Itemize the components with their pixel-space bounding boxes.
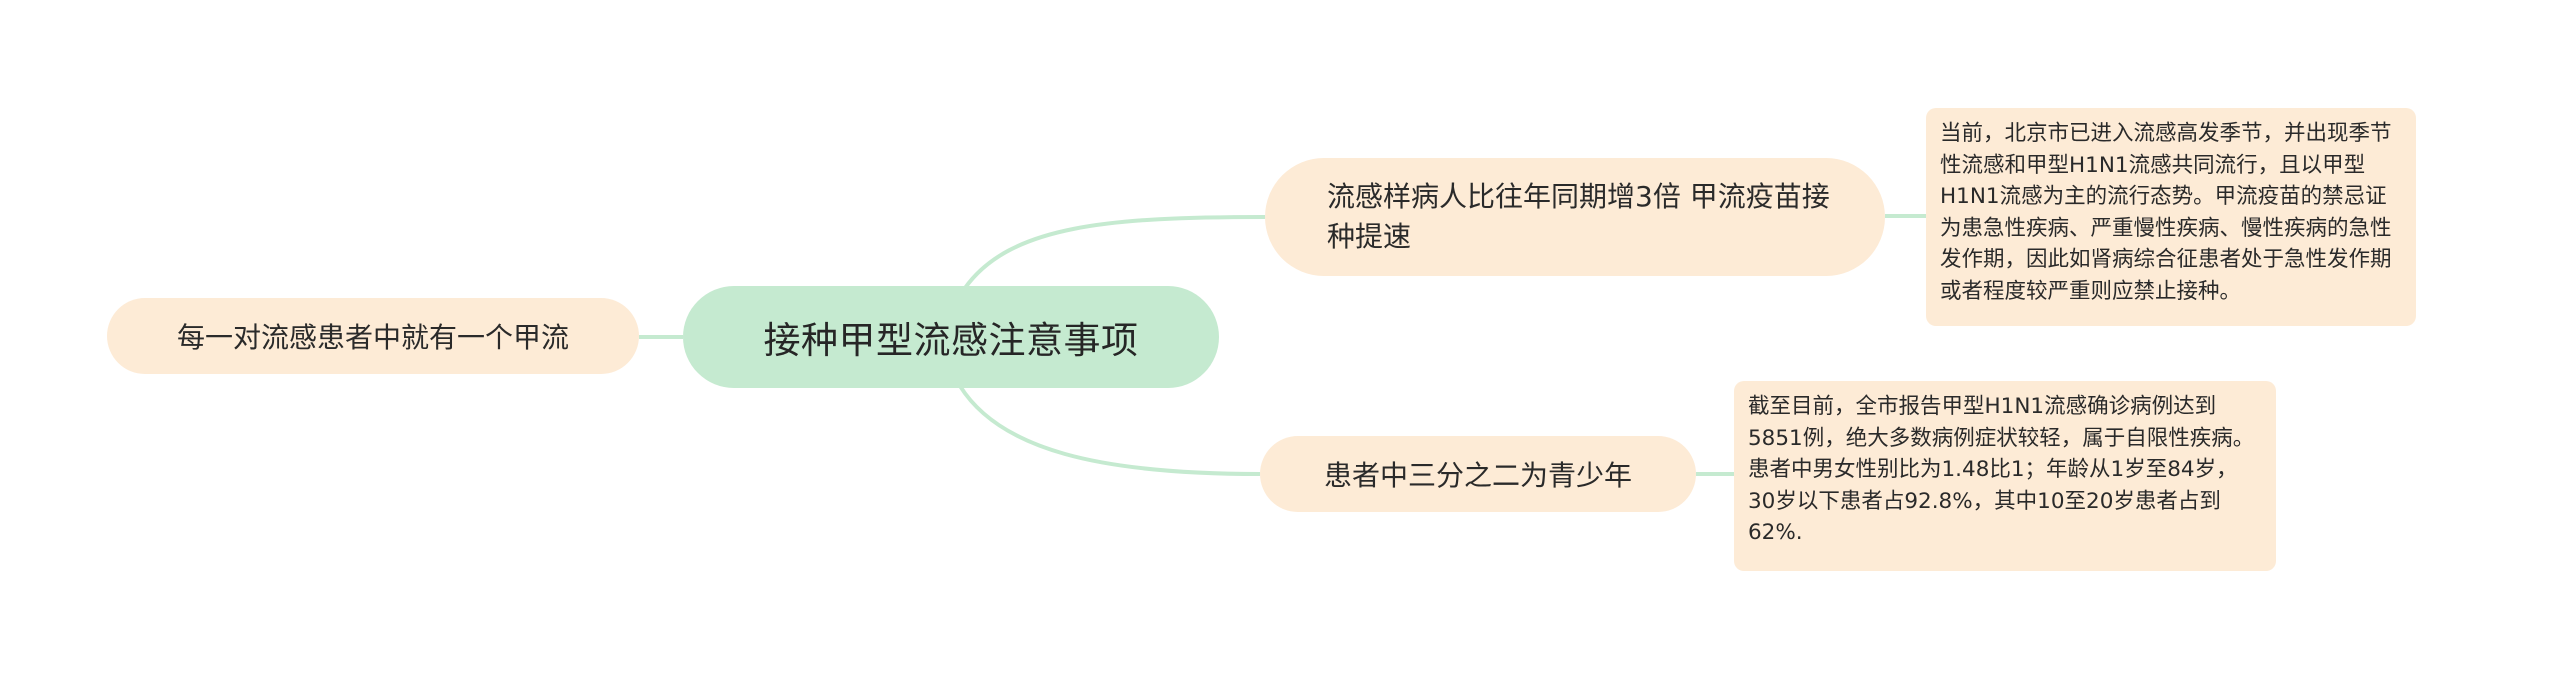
root-topic-label: 接种甲型流感注意事项	[763, 319, 1139, 362]
connector-root-bottom	[958, 384, 1261, 476]
note-branch-2-text: 截至目前，全市报告甲型H1N1流感确诊病例达到5851例，绝大多数病例症状较轻，…	[1748, 394, 2255, 545]
right-branch-topic-2[interactable]: 患者中三分之二为青少年	[1260, 436, 1696, 512]
root-topic[interactable]: 接种甲型流感注意事项	[683, 286, 1219, 388]
right-branch-2-label: 患者中三分之二为青少年	[1323, 459, 1632, 492]
left-branch-label: 每一对流感患者中就有一个甲流	[176, 321, 569, 354]
note-branch-2[interactable]: 截至目前，全市报告甲型H1N1流感确诊病例达到5851例，绝大多数病例症状较轻，…	[1734, 381, 2276, 571]
connector-root-top	[963, 215, 1266, 290]
note-branch-1-text: 当前，北京市已进入流感高发季节，并出现季节性流感和甲型H1N1流感共同流行，且以…	[1940, 121, 2392, 304]
right-branch-1-label: 流感样病人比往年同期增3倍 甲流疫苗接种提速	[1327, 180, 1830, 253]
right-branch-topic-1[interactable]: 流感样病人比往年同期增3倍 甲流疫苗接种提速	[1265, 158, 1885, 276]
note-branch-1[interactable]: 当前，北京市已进入流感高发季节，并出现季节性流感和甲型H1N1流感共同流行，且以…	[1926, 108, 2416, 326]
left-branch-topic[interactable]: 每一对流感患者中就有一个甲流	[107, 298, 639, 374]
